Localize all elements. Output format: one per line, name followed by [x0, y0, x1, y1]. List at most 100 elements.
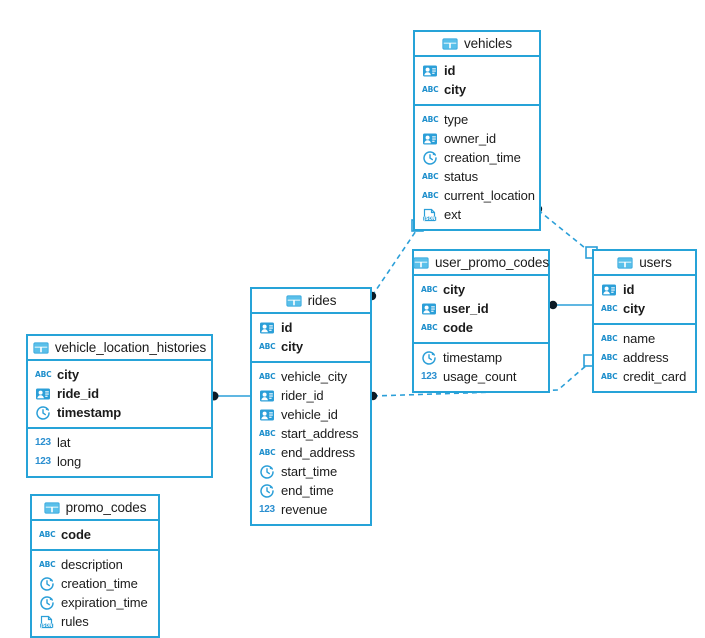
clock-icon	[39, 576, 55, 591]
field-row[interactable]: rider_id	[252, 386, 370, 405]
clock-icon	[259, 464, 275, 479]
abc-text-icon: ABC	[422, 171, 439, 181]
id-badge-icon	[259, 321, 275, 335]
field-row[interactable]: JSON ext	[415, 205, 539, 224]
field-row[interactable]: expiration_time	[32, 593, 158, 612]
field-row[interactable]: id	[594, 280, 695, 299]
entity-header[interactable]: vehicles	[415, 32, 539, 57]
field-name: timestamp	[57, 405, 122, 420]
field-row[interactable]: timestamp	[28, 403, 211, 422]
field-row[interactable]: id	[415, 61, 539, 80]
entity-header[interactable]: promo_codes	[32, 496, 158, 521]
entity-title: vehicle_location_histories	[54, 340, 207, 355]
table-grid-icon	[442, 37, 458, 51]
entity-title: rides	[307, 293, 337, 308]
field-row[interactable]: creation_time	[32, 574, 158, 593]
field-row[interactable]: id	[252, 318, 370, 337]
field-name: city	[444, 82, 467, 97]
123-number-icon: 123	[35, 455, 51, 467]
123-number-icon: 123	[35, 436, 51, 448]
field-name: ext	[444, 207, 462, 222]
abc-text-icon: ABC	[259, 341, 276, 351]
edge-vehicle-location-histories-to-rides[interactable]	[209, 391, 253, 401]
clock-icon	[39, 595, 55, 610]
table-grid-icon	[286, 294, 302, 308]
field-row[interactable]: start_time	[252, 462, 370, 481]
field-name: end_time	[281, 483, 334, 498]
abc-text-icon: ABC	[39, 529, 56, 539]
field-row[interactable]: owner_id	[415, 129, 539, 148]
field-name: city	[623, 301, 646, 316]
svg-text:JSON: JSON	[40, 623, 53, 628]
field-name: start_time	[281, 464, 338, 479]
entity-header[interactable]: user_promo_codes	[413, 251, 549, 276]
field-row[interactable]: ride_id	[28, 384, 211, 403]
table-grid-icon	[33, 341, 49, 355]
abc-text-icon: ABC	[601, 371, 618, 381]
field-row[interactable]: vehicle_id	[252, 405, 370, 424]
field-name: id	[444, 63, 456, 78]
abc-text-icon: ABC	[39, 559, 56, 569]
abc-text-icon: ABC	[601, 333, 618, 343]
entity-header[interactable]: users	[594, 251, 695, 276]
field-name: timestamp	[443, 350, 503, 365]
field-row[interactable]: ABC name	[594, 329, 695, 348]
table-grid-icon	[44, 501, 60, 515]
edge-user-promo-codes-to-users[interactable]	[548, 300, 594, 310]
field-name: status	[444, 169, 479, 184]
clock-icon	[259, 483, 275, 498]
123-number-icon: 123	[421, 370, 437, 382]
entity-header[interactable]: vehicle_location_histories	[28, 336, 211, 361]
field-name: vehicle_id	[281, 407, 338, 422]
field-row[interactable]: ABC status	[415, 167, 539, 186]
field-name: revenue	[281, 502, 328, 517]
id-badge-icon	[259, 408, 275, 422]
field-name: end_address	[281, 445, 356, 460]
field-name: vehicle_city	[281, 369, 347, 384]
svg-text:JSON: JSON	[423, 216, 436, 221]
id-badge-icon	[259, 389, 275, 403]
entity-title: user_promo_codes	[435, 255, 549, 270]
entity-header[interactable]: rides	[252, 289, 370, 314]
field-name: city	[281, 339, 304, 354]
field-row[interactable]: creation_time	[415, 148, 539, 167]
field-row[interactable]: user_id	[414, 299, 548, 318]
field-name: rider_id	[281, 388, 324, 403]
clock-icon	[421, 350, 437, 365]
field-row[interactable]: ABC city	[252, 337, 370, 356]
field-name: name	[623, 331, 656, 346]
clock-icon	[422, 150, 438, 165]
field-row[interactable]: end_time	[252, 481, 370, 500]
field-row[interactable]: timestamp	[414, 348, 548, 367]
